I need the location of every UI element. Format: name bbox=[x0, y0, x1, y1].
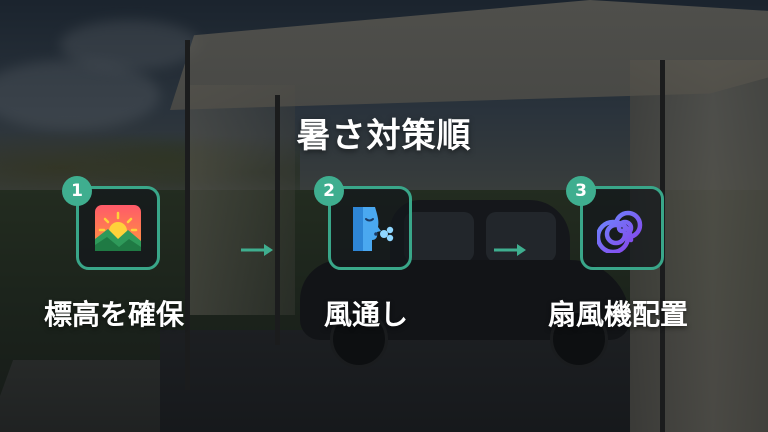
step-icon-box bbox=[328, 186, 412, 270]
right-arrow-icon bbox=[241, 244, 273, 256]
step-label: 標高を確保 bbox=[43, 298, 184, 331]
sunrise-mountain-icon bbox=[95, 205, 141, 251]
step-number-badge: 2 bbox=[314, 176, 344, 206]
step-label: 扇風機配置 bbox=[547, 298, 688, 331]
step-number-badge: 3 bbox=[566, 176, 596, 206]
step-icon-box bbox=[76, 186, 160, 270]
step-number-badge: 1 bbox=[62, 176, 92, 206]
spiral-cyclone-icon bbox=[597, 210, 643, 253]
page-title: 暑さ対策順 bbox=[296, 116, 472, 156]
step-label: 風通し bbox=[323, 298, 408, 331]
right-arrow-icon bbox=[494, 244, 526, 256]
blowing-wind-face-icon bbox=[353, 207, 394, 251]
step-icon-box bbox=[580, 186, 664, 270]
